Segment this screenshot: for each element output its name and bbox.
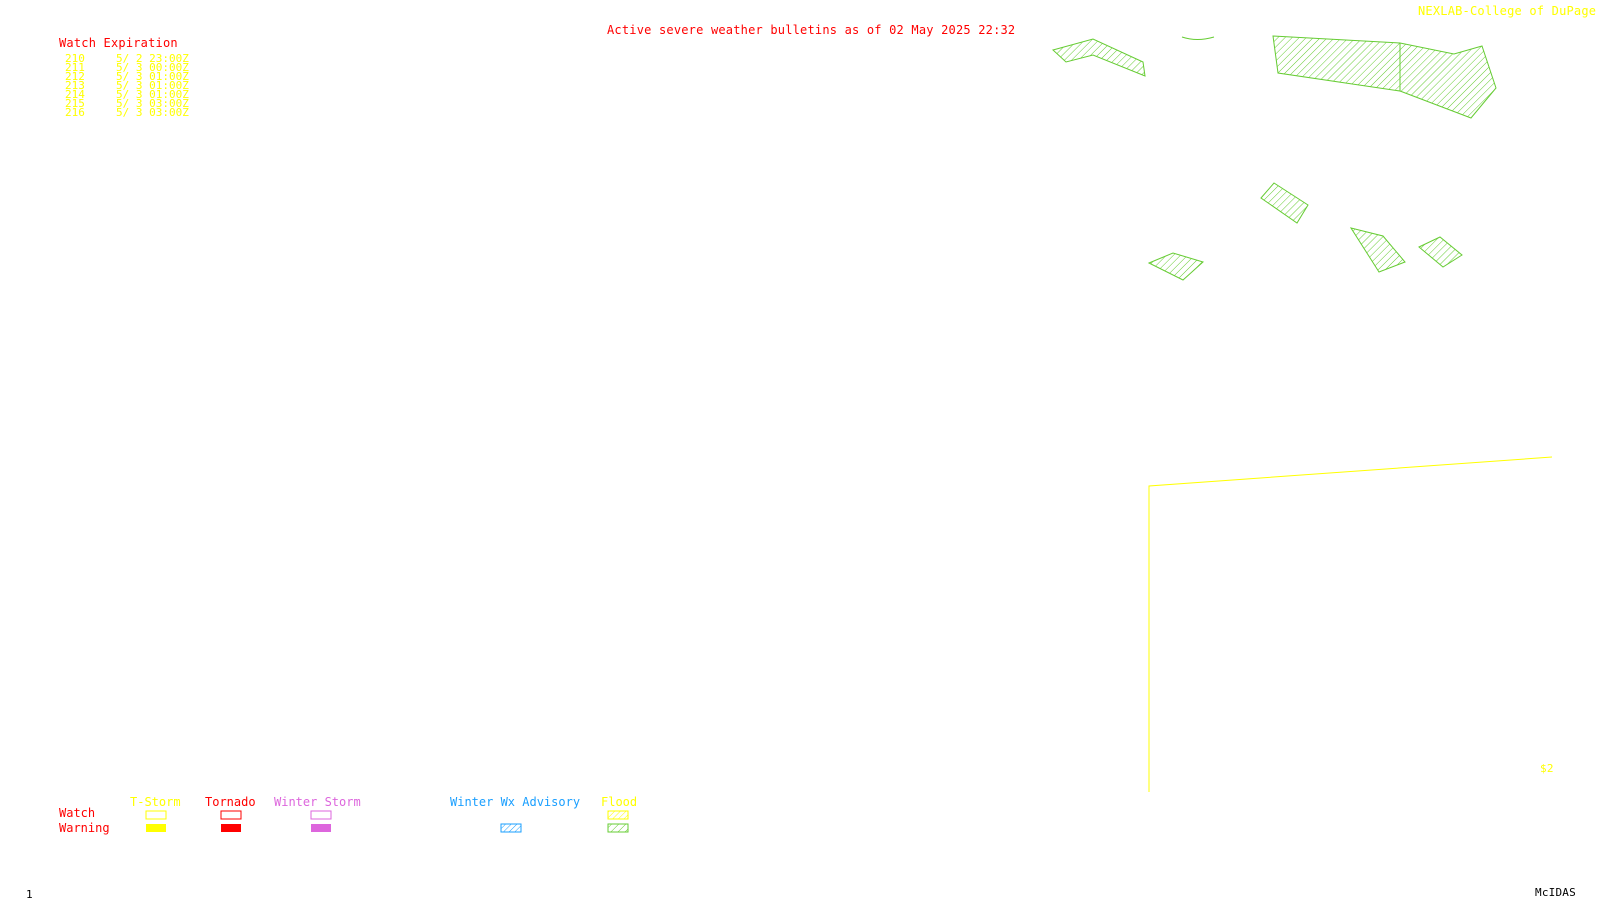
watch-row: 214 5/ 3 01:00Z	[65, 88, 189, 101]
flood-warning-polygon	[1272, 35, 1401, 92]
tstorm-warning-swatch	[146, 824, 166, 832]
watch-number: 216	[65, 106, 85, 119]
flood-warning-polygon	[1051, 38, 1146, 77]
legend-category-tornado: Tornado	[205, 795, 256, 809]
watch-number: 214	[65, 88, 85, 101]
flood-warning-polygon	[1147, 252, 1204, 281]
watch-row: 213 5/ 3 01:00Z	[65, 79, 189, 92]
flood-warning-polygon	[1349, 227, 1406, 273]
panel-number: $2	[1540, 762, 1554, 775]
flood-warning-swatch	[607, 823, 629, 833]
flood-warning-polygons	[1051, 35, 1497, 281]
watch-number: 210	[65, 52, 85, 65]
watch-number: 213	[65, 79, 85, 92]
winter-wx-advisory-swatch	[500, 823, 522, 833]
frame-number: 1	[26, 888, 33, 901]
flood-watch-swatch	[607, 810, 629, 820]
tornado-watch-swatch	[220, 810, 242, 820]
legend-row-warning: Warning	[59, 821, 110, 835]
winter-storm-watch-swatch	[310, 810, 332, 820]
credit-text: NEXLAB-College of DuPage R	[1418, 4, 1600, 18]
watch-expires: 5/ 3 00:00Z	[116, 61, 189, 74]
legend-category-winter-wx-advisory: Winter Wx Advisory	[450, 795, 581, 809]
legend-category-winter-storm: Winter Storm	[274, 795, 361, 809]
watch-outline	[1148, 456, 1553, 792]
watch-expiration-heading: Watch Expiration	[59, 36, 178, 50]
tstorm-watch-swatch	[145, 810, 167, 820]
watch-expires: 5/ 3 01:00Z	[116, 88, 189, 101]
watch-row: 210 5/ 2 23:00Z	[65, 52, 189, 65]
bulletin-title: Active severe weather bulletins as of 02…	[607, 23, 1016, 37]
watch-expires: 5/ 2 23:00Z	[116, 52, 189, 65]
flood-warning-polygon	[1181, 36, 1215, 40]
flood-warning-polygon	[1418, 236, 1463, 268]
watch-row: 216 5/ 3 03:00Z	[65, 106, 189, 119]
watch-row: 212 5/ 3 01:00Z	[65, 70, 189, 83]
watch-number: 211	[65, 61, 85, 74]
watch-number: 212	[65, 70, 85, 83]
watch-expires: 5/ 3 03:00Z	[116, 97, 189, 110]
flood-warning-polygon	[1399, 42, 1497, 119]
watch-row: 215 5/ 3 03:00Z	[65, 97, 189, 110]
legend-category-flood: Flood	[601, 795, 638, 809]
tornado-warning-swatch	[221, 824, 241, 832]
winter-storm-warning-swatch	[311, 824, 331, 832]
software-label: McIDAS	[1535, 886, 1576, 899]
legend-swatches	[145, 810, 629, 833]
legend-category-tstorm: T-Storm	[130, 795, 181, 809]
watch-expires: 5/ 3 01:00Z	[116, 70, 189, 83]
watch-number: 215	[65, 97, 85, 110]
watch-expires: 5/ 3 03:00Z	[116, 106, 189, 119]
legend-row-watch: Watch	[59, 806, 96, 820]
watch-expires: 5/ 3 01:00Z	[116, 79, 189, 92]
flood-warning-polygon	[1260, 182, 1309, 224]
watch-row: 211 5/ 3 00:00Z	[65, 61, 189, 74]
